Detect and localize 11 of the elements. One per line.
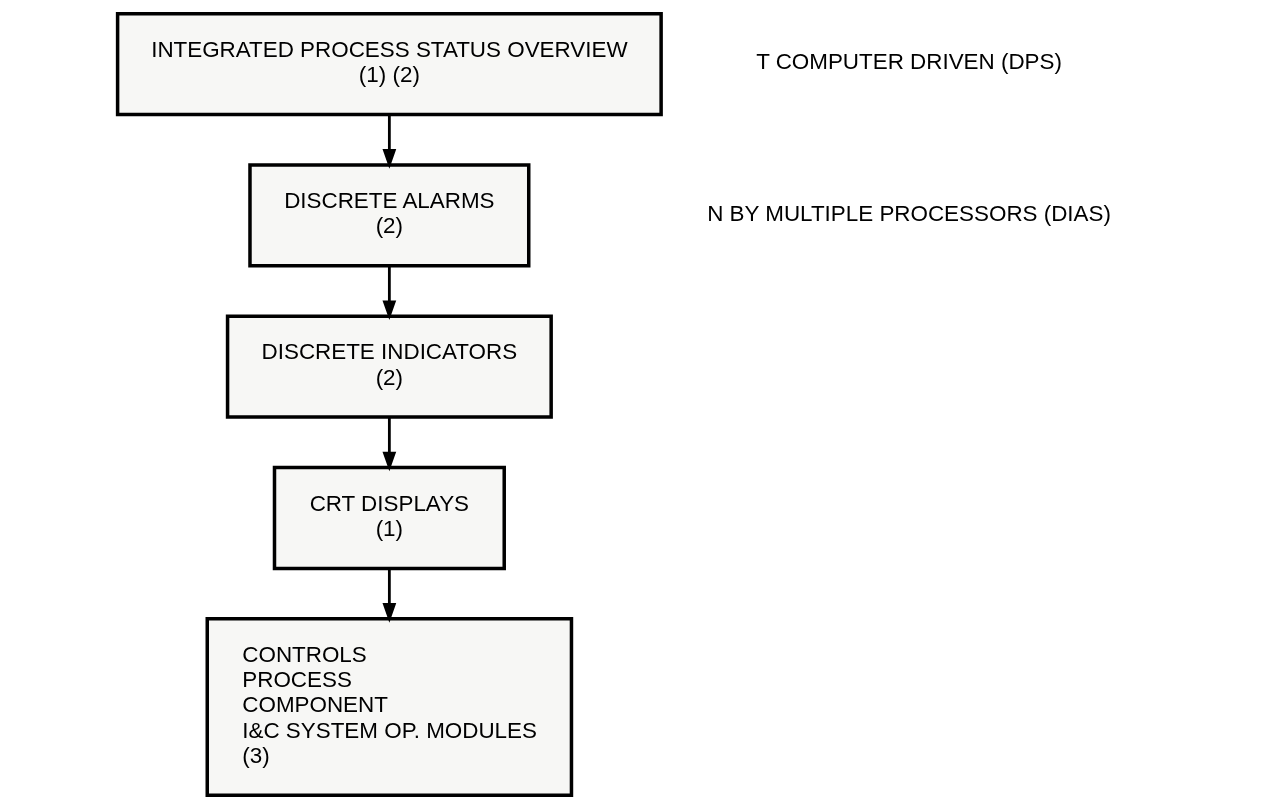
label: N BY MULTIPLE PROCESSORS (DIAS) bbox=[706, 200, 1111, 226]
arrow bbox=[382, 265, 396, 321]
node-box: DISCRETE ALARMS (2) bbox=[247, 163, 530, 268]
arrow bbox=[382, 568, 396, 623]
label: T COMPUTER DRIVEN (DPS) bbox=[755, 49, 1062, 75]
node-box: DISCRETE INDICATORS (2) bbox=[225, 314, 553, 419]
node-box: INTEGRATED PROCESS STATUS OVERVIEW (1) (2) bbox=[115, 11, 663, 117]
arrow bbox=[382, 114, 396, 169]
arrow bbox=[382, 417, 396, 472]
node-box: CRT DISPLAYS (1) bbox=[272, 465, 506, 571]
node-box: CONTROLS PROCESS COMPONENT I&C SYSTEM OP. MODULES (3) bbox=[205, 617, 573, 798]
